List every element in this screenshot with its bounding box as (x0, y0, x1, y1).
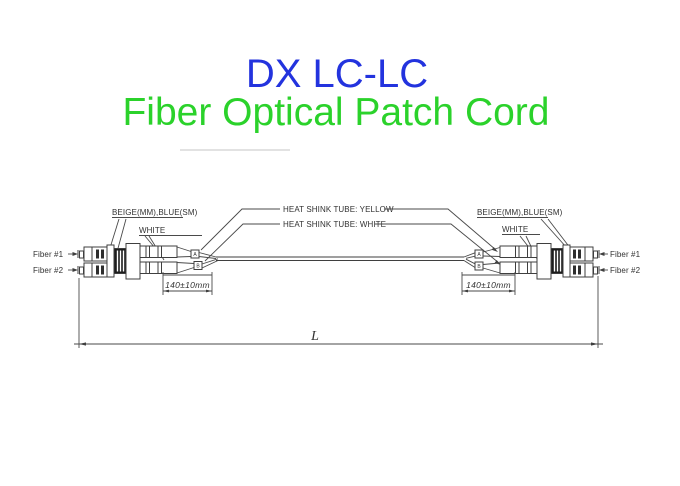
beige-left-leader-1 (109, 218, 120, 249)
right-ferrule1 (593, 250, 598, 259)
leader-yellow-right-arrowhead (491, 247, 498, 252)
dim-left-value: 140±10mm (165, 280, 210, 290)
beige-left-leader-2 (116, 218, 127, 253)
right-duplex-frame (562, 244, 571, 278)
left-taper1-top (176, 246, 192, 252)
leader-yellow-left (200, 208, 280, 251)
fiber1-label-left: Fiber #1 (33, 250, 64, 259)
right-rear-housing (536, 243, 552, 280)
beige-blue-label-left: BEIGE(MM),BLUE(SM) (112, 208, 198, 217)
left-lc-body1-latch1 (96, 249, 99, 259)
left-marker-a-letter: A (193, 252, 197, 258)
fiber2-label-left: Fiber #2 (33, 266, 64, 275)
right-marker-b-letter: B (477, 264, 481, 270)
left-merge1-top (198, 252, 217, 258)
dim-L-arrow-left (79, 342, 86, 346)
left-fiber-labels: Fiber #1 Fiber #2 (33, 250, 78, 275)
fiber1-right-arrowhead (599, 252, 605, 256)
right-split2-top (465, 258, 476, 265)
right-lc-body1-latch1 (573, 249, 576, 259)
white-label-left: WHITE (139, 226, 165, 235)
right-heat-shrink-marker-b (474, 261, 484, 271)
left-lc-body1-latch2 (101, 249, 104, 259)
fiber2-left-arrowhead (72, 268, 78, 272)
dim-right-value: 140±10mm (466, 280, 511, 290)
page-subtitle: Fiber Optical Patch Cord (122, 91, 549, 134)
fiber1-left-arrowhead (72, 252, 78, 256)
left-merge2-bottom (201, 260, 219, 269)
dim-L-arrow-right (591, 342, 598, 346)
left-duplex-frame (106, 244, 115, 278)
white-label-right: WHITE (502, 225, 528, 234)
right-taper2-top (482, 262, 501, 265)
heat-shrink-callouts: HEAT SHINK TUBE: YELLOW HEAT SHINK TUBE:… (200, 205, 501, 265)
right-connector: A B (463, 243, 600, 280)
cable (216, 256, 464, 261)
fiber2-label-right: Fiber #2 (610, 266, 641, 275)
left-connector: A B (77, 243, 219, 280)
beige-right-leader-1 (540, 218, 568, 249)
left-merge2-top (201, 258, 219, 265)
beige-blue-label-right: BEIGE(MM),BLUE(SM) (477, 208, 563, 217)
left-rear-housing (125, 243, 141, 280)
left-heat-shrink-marker-b (193, 261, 203, 270)
right-marker-a-letter: A (477, 252, 481, 258)
dimension-boot-right: 140±10mm (461, 272, 516, 295)
right-taper1-top (482, 247, 501, 253)
left-merge1-bottom (198, 256, 217, 259)
leader-white-right-arrowhead (494, 260, 501, 265)
right-taper2-bottom (482, 267, 501, 274)
right-lc-body2-latch2 (578, 265, 581, 275)
leader-white-left (204, 223, 280, 262)
right-split1-bottom (465, 255, 476, 259)
left-marker-b-letter: B (196, 264, 200, 270)
dim-left-arrow1 (163, 289, 169, 293)
right-taper1-bottom (482, 255, 501, 257)
right-heat-shrink-marker-a (474, 249, 484, 259)
right-split1-top (463, 252, 476, 258)
dim-right-arrow2 (509, 289, 515, 293)
dimension-overall-length: L (74, 276, 603, 348)
left-lc-body2-latch1 (96, 265, 99, 275)
left-taper2-top (176, 262, 195, 264)
left-heat-shrink-marker-a (190, 249, 200, 259)
right-lc-body1-latch2 (578, 249, 581, 259)
left-ferrule2 (79, 266, 84, 275)
left-ferrule1 (79, 250, 84, 259)
right-lc-body2-latch1 (573, 265, 576, 275)
heat-tube-yellow-label: HEAT SHINK TUBE: YELLOW (283, 205, 394, 214)
fiber2-right-arrowhead (599, 268, 605, 272)
leader-yellow-right (384, 208, 497, 251)
left-taper2-bottom (176, 267, 195, 274)
dim-L-value: L (310, 329, 319, 344)
right-split2-bottom (463, 260, 476, 268)
right-ferrule2 (593, 266, 598, 275)
dim-left-arrow2 (206, 289, 212, 293)
left-lc-body2-latch2 (101, 265, 104, 275)
left-taper1-bottom (176, 256, 192, 258)
heat-tube-white-label: HEAT SHINK TUBE: WHITE (283, 220, 386, 229)
page-title: DX LC-LC (246, 52, 428, 96)
dim-right-arrow1 (462, 289, 468, 293)
dimension-boot-left: 140±10mm (162, 272, 213, 295)
fiber1-label-right: Fiber #1 (610, 250, 641, 259)
right-fiber-labels: Fiber #1 Fiber #2 (599, 250, 641, 275)
